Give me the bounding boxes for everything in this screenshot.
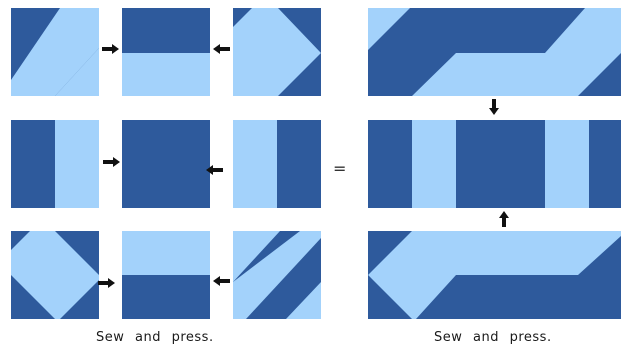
assembled-row-middle <box>368 120 621 208</box>
arrow-r1-right <box>102 44 119 54</box>
block-middle-right <box>233 120 321 208</box>
arrow-r3-right <box>98 278 115 288</box>
equals-sign: = <box>333 161 346 177</box>
block-bottom-center <box>122 231 210 319</box>
block-center <box>122 120 210 208</box>
arrow-down <box>489 99 499 115</box>
block-top-center <box>122 8 210 96</box>
block-middle-left <box>11 120 99 208</box>
caption-left: Sew and press. <box>96 330 214 345</box>
block-bottom-left <box>11 231 99 319</box>
block-top-right <box>233 8 321 96</box>
arrow-r3-left <box>213 276 230 286</box>
arrow-r2-right <box>103 157 120 167</box>
block-top-left <box>11 8 99 96</box>
arrow-r1-left <box>213 44 230 54</box>
arrow-up <box>499 211 509 227</box>
block-bottom-right <box>233 231 321 319</box>
caption-right: Sew and press. <box>434 330 552 345</box>
assembled-row-top <box>368 8 621 96</box>
assembled-row-bottom <box>368 231 621 319</box>
